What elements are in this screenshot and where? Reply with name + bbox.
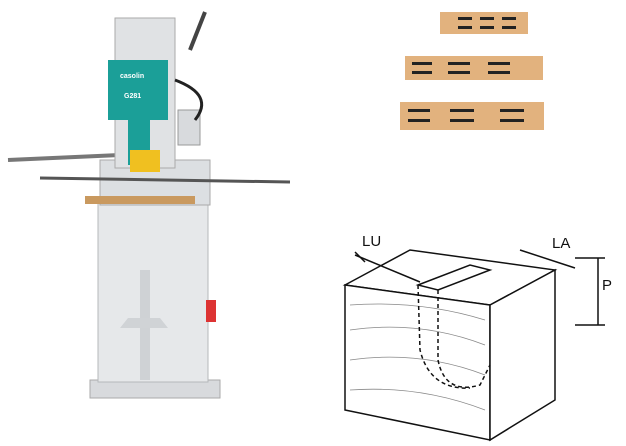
wood-sample-medium xyxy=(405,56,543,80)
wood-samples xyxy=(400,12,544,130)
label-length: LU xyxy=(362,233,381,250)
wood-sample-small xyxy=(440,12,528,34)
mortiser-machine: casolin G281 xyxy=(7,11,291,399)
label-width: LA xyxy=(552,235,570,252)
brand-label: casolin xyxy=(120,73,144,80)
wood-sample-large xyxy=(400,102,544,130)
label-depth: P xyxy=(602,277,612,294)
model-label: G281 xyxy=(124,93,141,100)
mortise-diagram xyxy=(342,249,605,442)
